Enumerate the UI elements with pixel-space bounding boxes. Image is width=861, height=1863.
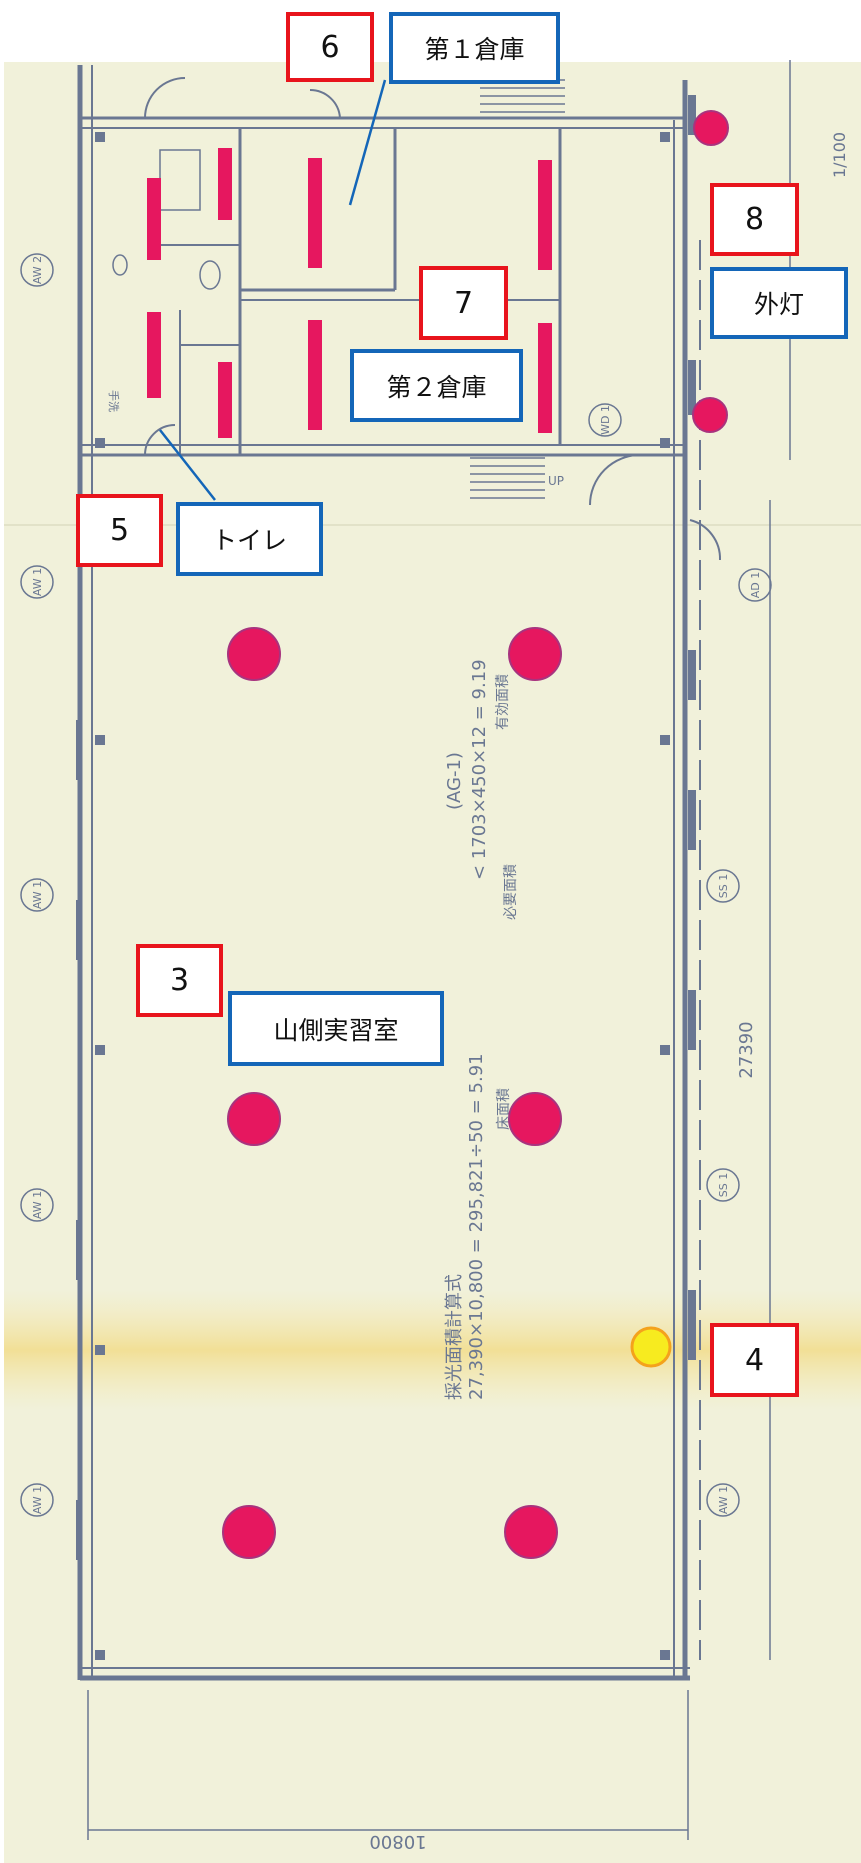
outdoor-light-marker bbox=[693, 110, 729, 146]
window-tag-aw1-e: AW 1 bbox=[717, 1486, 730, 1514]
window-tag-aw1-b: AW 1 bbox=[31, 881, 44, 909]
light-marker bbox=[508, 627, 562, 681]
outer-walls bbox=[77, 65, 690, 1681]
marker-number-8: 8 bbox=[710, 183, 799, 256]
door-swings bbox=[144, 77, 722, 561]
leader-lines bbox=[159, 79, 387, 501]
outdoor-light-marker bbox=[692, 397, 728, 433]
up-label: UP bbox=[548, 474, 564, 488]
window-tag-ss1-b: SS 1 bbox=[717, 1173, 730, 1197]
area-title: 採光面積計算式 bbox=[444, 1274, 465, 1400]
scale-text: 1/100 bbox=[830, 132, 849, 178]
area-note-3: 床面積 bbox=[496, 1088, 512, 1130]
window-tag-wd1: WD 1 bbox=[599, 405, 612, 435]
window-tag-aw1-c: AW 1 bbox=[31, 1191, 44, 1219]
marker-number-3: 3 bbox=[136, 944, 223, 1017]
window-tag-ad1: AD 1 bbox=[749, 572, 762, 599]
dimension-width-text: 10800 bbox=[369, 1831, 426, 1852]
label-mountain-side-lab: 山側実習室 bbox=[228, 991, 444, 1066]
label-outdoor-light: 外灯 bbox=[710, 267, 848, 339]
area-formula-3: 27,390×10,800 = 295,821÷50 = 5.91 bbox=[466, 1053, 487, 1400]
wash-label: 手洗 bbox=[107, 390, 121, 412]
label-warehouse-2: 第２倉庫 bbox=[350, 349, 523, 422]
window-tag-aw1-a: AW 1 bbox=[31, 568, 44, 596]
label-toilet: トイレ bbox=[176, 502, 323, 576]
light-marker bbox=[227, 1092, 281, 1146]
window-tag-ss1-a: SS 1 bbox=[717, 874, 730, 898]
area-note-1: 有効面積 bbox=[495, 674, 511, 730]
light-marker bbox=[504, 1505, 558, 1559]
area-note-2: 必要面積 bbox=[503, 864, 519, 920]
light-markers bbox=[222, 110, 729, 1559]
area-formula-2: < 1703×450×12 = 9.19 bbox=[469, 659, 490, 880]
area-calculation: 採光面積計算式 27,390×10,800 = 295,821÷50 = 5.9… bbox=[444, 1053, 512, 1400]
area-calculation-2: (AG-1) < 1703×450×12 = 9.19 有効面積 必要面積 bbox=[444, 659, 519, 920]
marker-number-7: 7 bbox=[419, 266, 508, 340]
light-marker bbox=[227, 627, 281, 681]
label-warehouse-1: 第１倉庫 bbox=[389, 12, 560, 84]
interior-partitions bbox=[80, 128, 685, 457]
dimension-length-text: 27390 bbox=[736, 1021, 757, 1078]
yellow-light-marker bbox=[630, 1326, 672, 1368]
marker-number-4: 4 bbox=[710, 1323, 799, 1397]
window-tag-aw1-d: AW 1 bbox=[31, 1486, 44, 1514]
light-marker bbox=[508, 1092, 562, 1146]
window-tag-symbols bbox=[20, 253, 772, 1517]
marker-number-5: 5 bbox=[76, 494, 163, 567]
marker-number-6: 6 bbox=[286, 12, 374, 82]
wall-windows bbox=[76, 95, 696, 1560]
stairs-lower bbox=[470, 457, 545, 499]
area-formula-1: (AG-1) bbox=[444, 752, 465, 810]
light-marker bbox=[222, 1505, 276, 1559]
dimension-bottom bbox=[87, 1690, 689, 1840]
window-tag-aw2: AW 2 bbox=[31, 256, 44, 284]
fluorescent-tube-markers bbox=[147, 148, 552, 438]
